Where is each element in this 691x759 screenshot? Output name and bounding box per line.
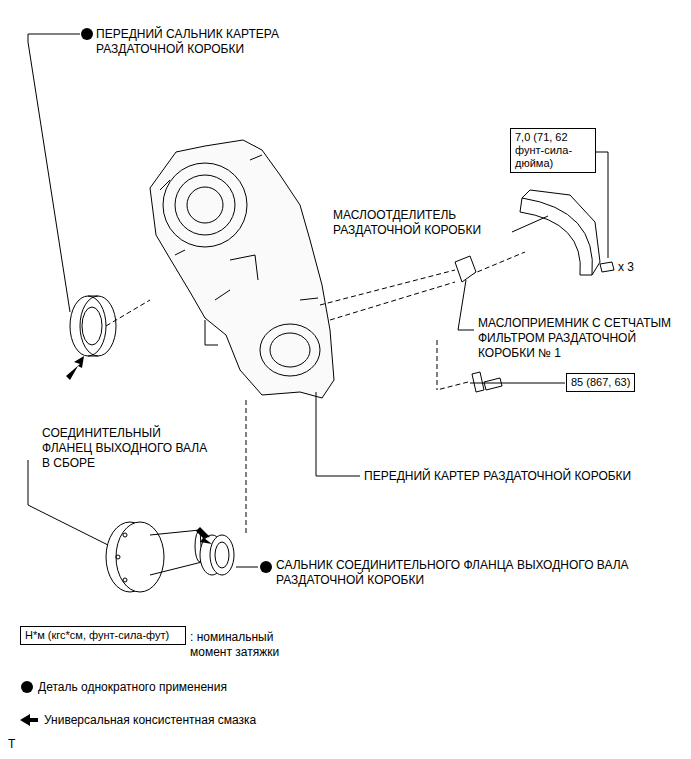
part-label: САЛЬНИК СОЕДИНИТЕЛЬНОГО ФЛАНЦА ВЫХОДНОГО…	[276, 558, 681, 588]
torque-box: 7,0 (71, 62 фунт-сила-дюйма)	[510, 128, 596, 173]
torque-value: 7,0 (71, 62 фунт-сила-дюйма)	[515, 131, 591, 170]
legend-text: Универсальная консистентная смазка	[44, 713, 256, 728]
torque-box: 85 (867, 63)	[566, 373, 635, 392]
part-label: СОЕДИНИТЕЛЬНЫЙ ФЛАНЕЦ ВЫХОДНОГО ВАЛА В С…	[42, 426, 212, 471]
part-label: T	[8, 737, 15, 752]
part-label: x 3	[618, 260, 634, 275]
part-label: МАСЛООТДЕЛИТЕЛЬ РАЗДАТОЧНОЙ КОРОБКИ	[333, 208, 508, 238]
part-label: : номинальный момент затяжки	[190, 630, 300, 660]
grease-symbol	[20, 714, 38, 726]
torque-box: Н*м (кгс*см, фунт-сила-фут)	[20, 626, 186, 645]
part-label: ПЕРЕДНИЙ КАРТЕР РАЗДАТОЧНОЙ КОРОБКИ	[364, 469, 631, 484]
legend-text: Деталь однократного применения	[38, 680, 227, 695]
part-label: ПЕРЕДНИЙ САЛЬНИК КАРТЕРА РАЗДАТОЧНОЙ КОР…	[96, 27, 316, 57]
single-use-symbol	[21, 681, 33, 693]
torque-value: Н*м (кгс*см, фунт-сила-фут)	[25, 629, 181, 642]
part-label: МАСЛОПРИЕМНИК С СЕТЧАТЫМ ФИЛЬТРОМ РАЗДАТ…	[478, 316, 678, 361]
torque-value: 85 (867, 63)	[571, 376, 630, 389]
